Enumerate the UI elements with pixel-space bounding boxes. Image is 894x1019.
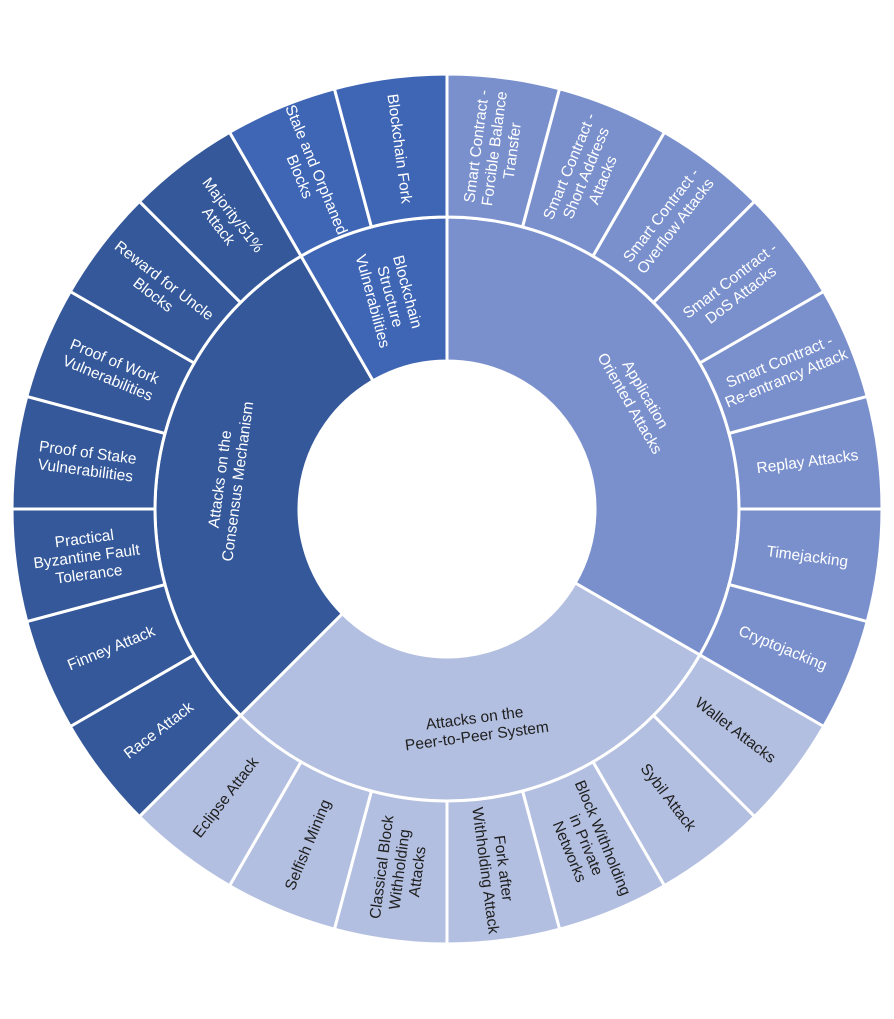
attack-ring [10, 72, 884, 946]
attack-wedge [137, 130, 304, 305]
category-ring [153, 215, 741, 803]
